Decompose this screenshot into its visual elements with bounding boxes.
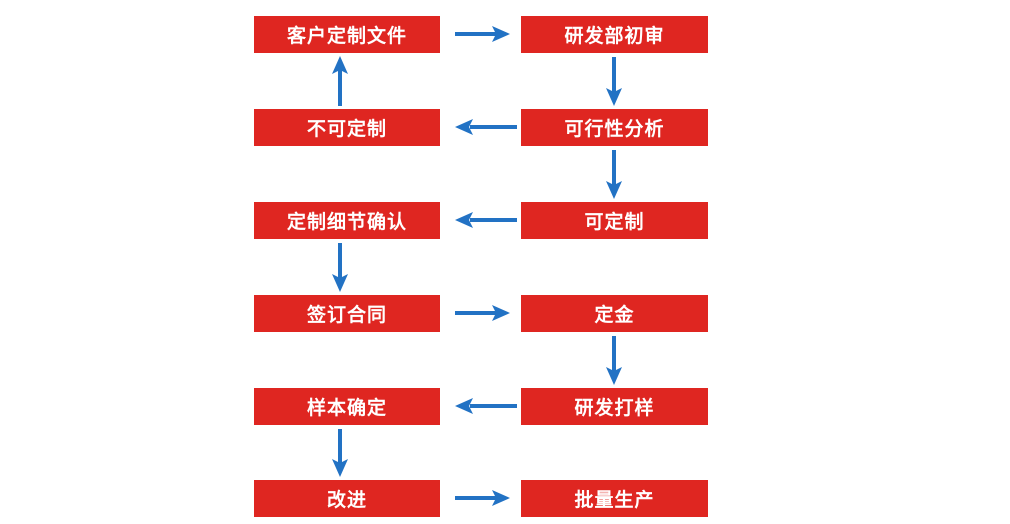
node-label: 不可定制	[306, 119, 387, 140]
node-label: 批量生产	[574, 490, 655, 511]
edge-right-row4	[455, 305, 510, 321]
node-improvement[interactable]: 改进	[254, 480, 440, 517]
edge-left-row5	[455, 398, 517, 414]
edge-down-right-row2-3	[606, 150, 622, 199]
edge-up-left-row2-1	[332, 56, 348, 106]
node-label: 客户定制文件	[286, 26, 407, 47]
edge-down-right-row1-2	[606, 57, 622, 106]
node-customer-custom-document[interactable]: 客户定制文件	[254, 16, 440, 53]
node-label: 可定制	[584, 212, 645, 233]
node-label: 定制细节确认	[286, 212, 407, 233]
edge-down-left-row3-4	[332, 243, 348, 292]
node-custom-details-confirmation[interactable]: 定制细节确认	[254, 202, 440, 239]
node-label: 可行性分析	[564, 119, 665, 140]
node-not-customizable[interactable]: 不可定制	[254, 109, 440, 146]
node-feasibility-analysis[interactable]: 可行性分析	[521, 109, 708, 146]
node-label: 签订合同	[306, 305, 387, 326]
node-rd-initial-review[interactable]: 研发部初审	[521, 16, 708, 53]
node-label: 研发打样	[574, 398, 655, 419]
edge-left-row3	[455, 212, 517, 228]
edge-down-right-row4-5	[606, 336, 622, 385]
node-sample-confirmation[interactable]: 样本确定	[254, 388, 440, 425]
node-label: 研发部初审	[564, 26, 665, 47]
edge-down-left-row5-6	[332, 429, 348, 477]
node-customizable[interactable]: 可定制	[521, 202, 708, 239]
node-label: 改进	[326, 490, 367, 511]
node-sign-contract[interactable]: 签订合同	[254, 295, 440, 332]
node-deposit[interactable]: 定金	[521, 295, 708, 332]
edge-left-row2	[455, 119, 517, 135]
node-label: 定金	[594, 305, 635, 326]
edge-right-row1	[455, 26, 510, 42]
node-label: 样本确定	[306, 398, 387, 419]
node-rd-sampling[interactable]: 研发打样	[521, 388, 708, 425]
node-mass-production[interactable]: 批量生产	[521, 480, 708, 517]
edge-right-row6	[455, 490, 510, 506]
